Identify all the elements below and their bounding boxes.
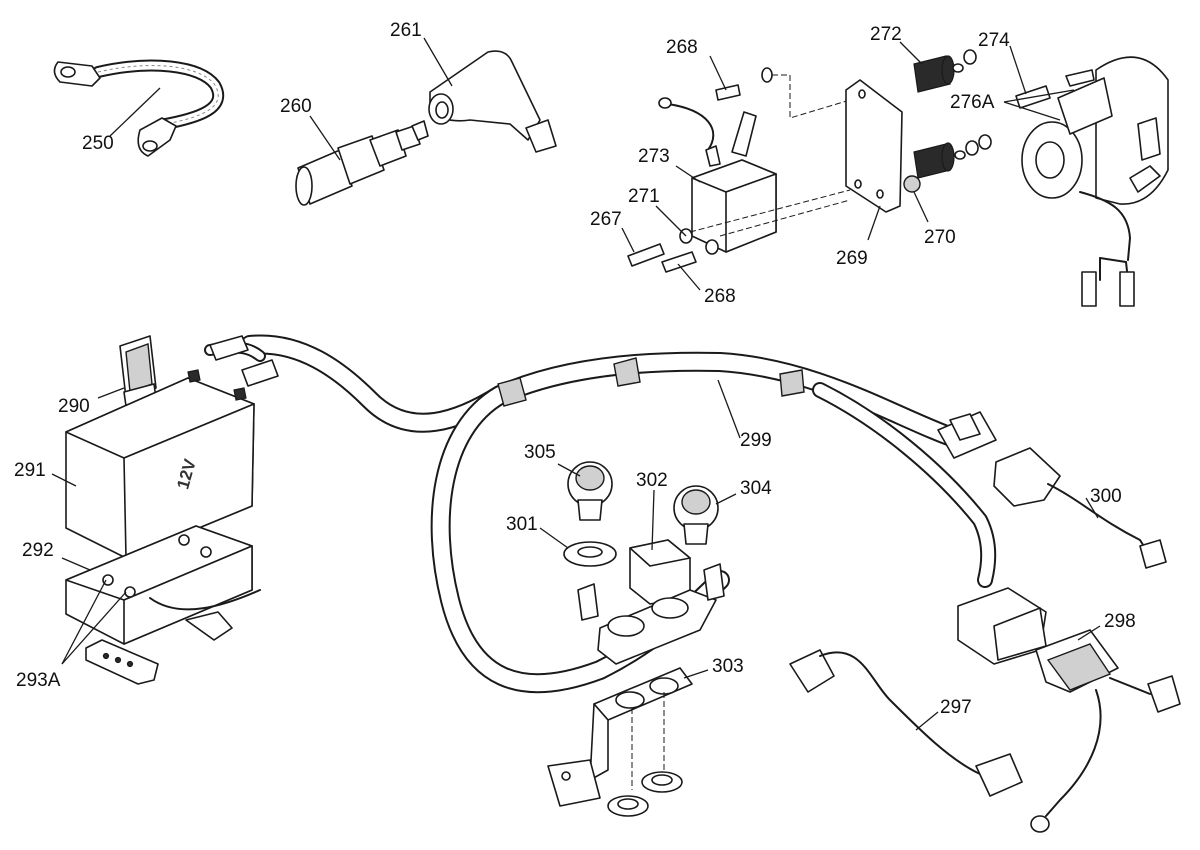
callout-293A: 293A [16, 670, 61, 691]
bracket-303 [547, 667, 693, 807]
callout-271: 271 [628, 186, 660, 207]
battery-strap [119, 335, 159, 421]
callout-302: 302 [636, 470, 668, 491]
battery: 12V [65, 369, 255, 559]
cover-302 [629, 539, 691, 605]
callout-297: 297 [940, 697, 972, 718]
callout-261: 261 [390, 20, 422, 41]
spark-plug-cap [428, 50, 557, 153]
washer-301 [563, 541, 617, 567]
callout-290: 290 [58, 396, 90, 417]
mounting-plate [845, 79, 903, 213]
callout-305: 305 [524, 442, 556, 463]
spark-plug [295, 120, 429, 206]
ignition-coil-group [627, 67, 851, 273]
mounting-bar [85, 639, 159, 685]
callout-298: 298 [1104, 611, 1136, 632]
switch-305 [567, 461, 613, 521]
callout-303: 303 [712, 656, 744, 677]
callout-299: 299 [740, 430, 772, 451]
jumper-wire [789, 649, 1023, 797]
callout-260: 260 [280, 96, 312, 117]
callout-292: 292 [22, 540, 54, 561]
ground-strap [53, 59, 225, 157]
callout-268-top: 268 [666, 37, 698, 58]
callout-300: 300 [1090, 486, 1122, 507]
callout-304: 304 [740, 478, 772, 499]
callout-272: 272 [870, 24, 902, 45]
pigtail-harness [993, 447, 1167, 569]
callout-270: 270 [924, 227, 956, 248]
rubber-mounts [903, 49, 992, 193]
callout-labels: 250 260 261 267 268 268 269 270 271 272 … [14, 20, 1136, 718]
callout-276A: 276A [950, 92, 995, 113]
nuts [607, 771, 683, 817]
leader-lines [51, 37, 1101, 731]
callout-274: 274 [978, 30, 1010, 51]
callout-291: 291 [14, 460, 46, 481]
callout-273: 273 [638, 146, 670, 167]
callout-250: 250 [82, 133, 114, 154]
connector-block [957, 587, 1181, 833]
flywheel-stator [1015, 56, 1169, 307]
callout-269: 269 [836, 248, 868, 269]
callout-268-bottom: 268 [704, 286, 736, 307]
callout-267: 267 [590, 209, 622, 230]
switch-plate [577, 563, 725, 665]
switch-304 [673, 485, 719, 545]
callout-301: 301 [506, 514, 538, 535]
battery-box [65, 525, 261, 645]
